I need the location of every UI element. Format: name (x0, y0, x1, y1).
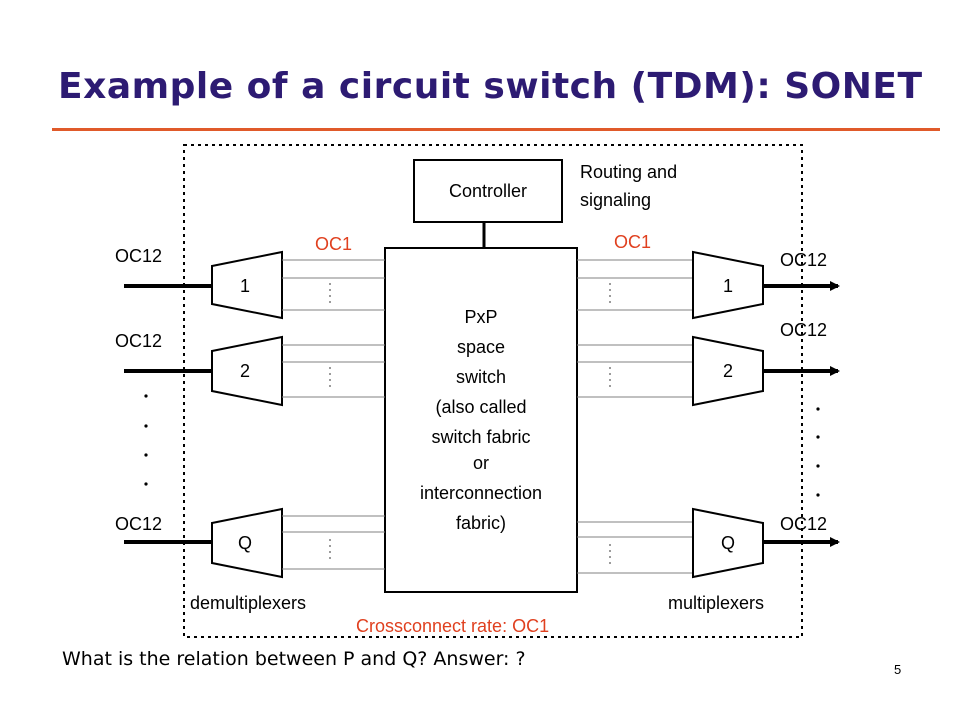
left-oc1-ellipsis (329, 283, 331, 559)
mux-2-id: 2 (723, 361, 733, 381)
switch-boundary (183, 144, 803, 638)
left-ellipsis (144, 394, 148, 486)
controller-box (413, 159, 563, 223)
demux-1 (211, 250, 283, 320)
demux-2 (211, 335, 283, 407)
oc12-output-label-q: OC12 (780, 514, 827, 534)
fabric-line-1: PxP (464, 307, 497, 327)
mux-q-id: Q (721, 533, 735, 553)
mux-q (692, 507, 764, 579)
demux-q (211, 507, 283, 579)
oc1-label-left: OC1 (315, 234, 352, 254)
demux-2-id: 2 (240, 361, 250, 381)
right-oc1-ellipsis (609, 283, 611, 564)
mux-1-id: 1 (723, 276, 733, 296)
oc12-output-label-1: OC12 (780, 250, 827, 270)
fabric-line-3: switch (456, 367, 506, 387)
oc12-input-label-q: OC12 (115, 514, 162, 534)
title-underline (52, 128, 940, 131)
demux-caption: demultiplexers (190, 593, 306, 613)
routing-note-line-2: signaling (580, 190, 651, 210)
mux-2 (692, 335, 764, 407)
switch-fabric-box (384, 247, 578, 593)
oc1-label-right: OC1 (614, 232, 651, 252)
oc12-input-label-1: OC12 (115, 246, 162, 266)
routing-note-line-1: Routing and (580, 162, 677, 182)
mux-caption: multiplexers (668, 593, 764, 613)
crossconnect-rate: Crossconnect rate: OC1 (356, 616, 549, 636)
right-oc1-lines (577, 259, 693, 574)
fabric-line-6: or (473, 453, 489, 473)
controller-label: Controller (449, 181, 527, 201)
left-oc1-lines (282, 259, 385, 570)
demux-1-id: 1 (240, 276, 250, 296)
fabric-line-5: switch fabric (431, 427, 530, 447)
right-ellipsis (816, 407, 820, 497)
oc12-input-label-2: OC12 (115, 331, 162, 351)
fabric-line-2: space (457, 337, 505, 357)
slide-title: Example of a circuit switch (TDM): SONET (58, 66, 923, 107)
fabric-line-4: (also called (435, 397, 526, 417)
question-text: What is the relation between P and Q? An… (62, 648, 526, 670)
fabric-line-7: interconnection (420, 483, 542, 503)
demux-q-id: Q (238, 533, 252, 553)
page-number: 5 (894, 662, 902, 677)
mux-1 (692, 250, 764, 320)
oc12-output-label-2: OC12 (780, 320, 827, 340)
fabric-line-8: fabric) (456, 513, 506, 533)
